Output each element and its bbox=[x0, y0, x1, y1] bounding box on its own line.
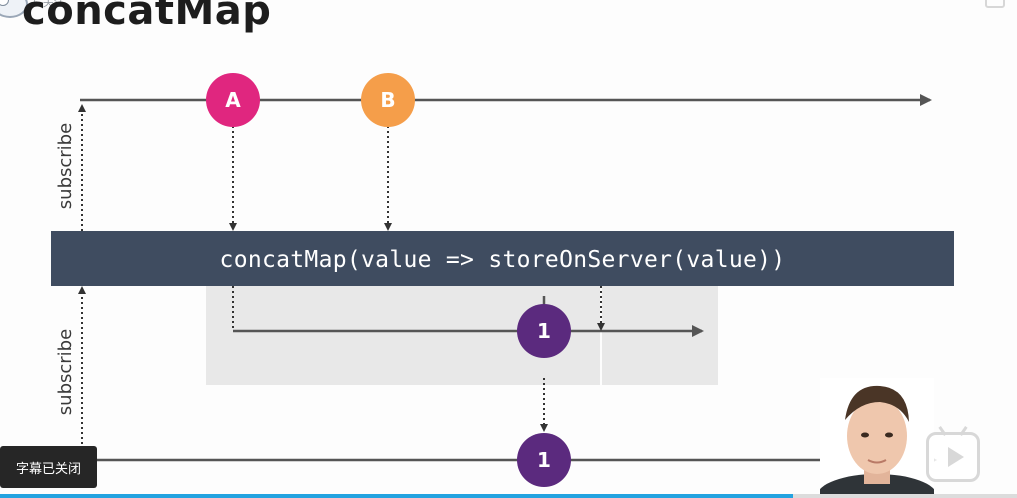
follow-button[interactable]: + 关注 bbox=[30, 0, 65, 9]
slide-title: concatMap bbox=[22, 0, 272, 34]
progress-fill bbox=[0, 494, 794, 498]
menu-icon[interactable] bbox=[985, 0, 1005, 8]
marble-b-label: B bbox=[380, 88, 395, 112]
inner-marble-1: 1 bbox=[517, 304, 571, 358]
play-button[interactable] bbox=[926, 432, 980, 482]
marble-b: B bbox=[361, 73, 415, 127]
marble-a-label: A bbox=[225, 88, 241, 112]
caption-toast-text: 字幕已关闭 bbox=[15, 461, 81, 477]
output-marble-label: 1 bbox=[537, 448, 551, 472]
marble-a: A bbox=[206, 73, 260, 127]
presenter-webcam bbox=[820, 378, 934, 498]
play-icon bbox=[948, 447, 964, 467]
progress-bar[interactable] bbox=[0, 494, 1017, 498]
output-marble-1: 1 bbox=[517, 433, 571, 487]
operator-label: concatMap(value => storeOnServer(value)) bbox=[219, 246, 786, 273]
caption-toast: 字幕已关闭 bbox=[0, 446, 97, 488]
inner-marble-label: 1 bbox=[537, 319, 551, 343]
operator-bar: concatMap(value => storeOnServer(value)) bbox=[51, 231, 954, 286]
